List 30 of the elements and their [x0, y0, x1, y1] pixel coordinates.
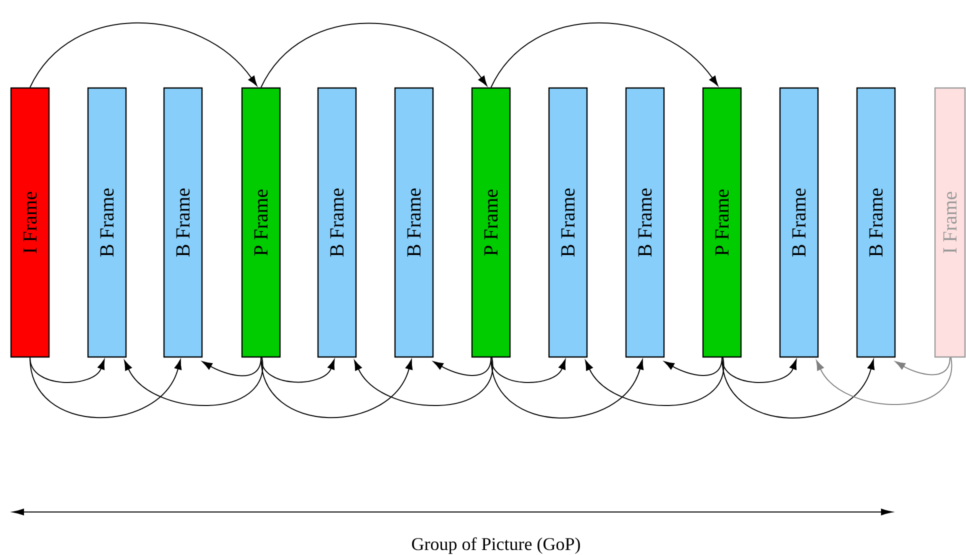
frame-box: P Frame [241, 87, 281, 358]
frame-box: B Frame [856, 87, 896, 358]
frame-box: B Frame [163, 87, 203, 358]
arrow [30, 357, 105, 383]
arrow [30, 22, 258, 88]
frame-box: B Frame [548, 87, 588, 358]
arrow [260, 357, 335, 383]
frame-box: I Frame [10, 87, 50, 358]
frame-box: B Frame [87, 87, 127, 358]
dimension-label: Group of Picture (GoP) [412, 537, 580, 554]
arrow [260, 22, 488, 88]
arrow [816, 357, 952, 405]
arrow [895, 357, 950, 376]
frame-box: B Frame [779, 87, 819, 358]
arrow [585, 357, 724, 406]
arrow [354, 357, 493, 406]
arrow [722, 357, 875, 418]
arrow [722, 357, 797, 383]
arrow [490, 357, 566, 383]
arrow [124, 357, 263, 406]
arrow [260, 357, 413, 418]
arrow [30, 357, 182, 418]
frame-box: B Frame [317, 87, 357, 358]
frame-box: P Frame [702, 87, 742, 358]
frame-box: B Frame [394, 87, 434, 358]
frame-box: I Frame [934, 87, 966, 358]
arrow [490, 357, 644, 418]
frame-box: P Frame [471, 87, 511, 358]
arrow [490, 22, 718, 88]
frame-box: B Frame [625, 87, 665, 358]
